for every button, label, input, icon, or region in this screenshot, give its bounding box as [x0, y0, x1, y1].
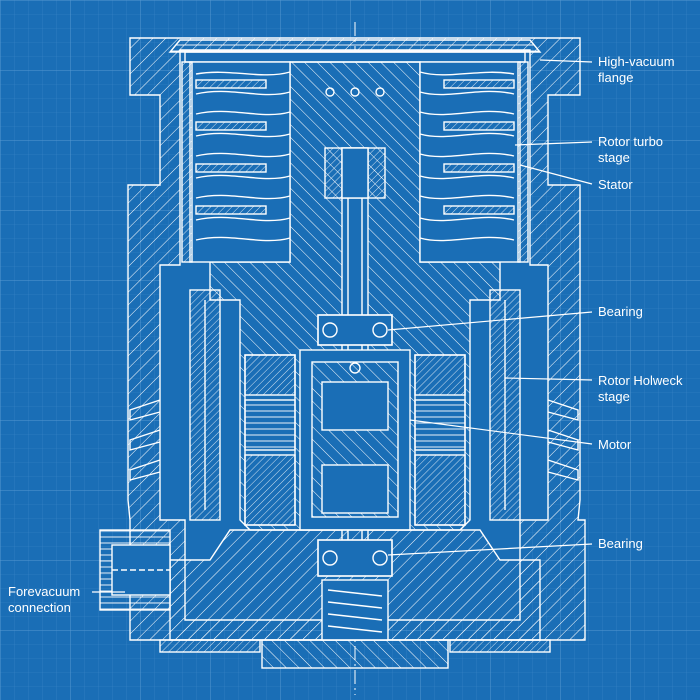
forevacuum-port — [99, 529, 171, 611]
stator-right — [517, 61, 529, 263]
label-forevacuum-connection: Forevacuum connection — [8, 584, 81, 615]
label-bearing-top: Bearing — [598, 304, 643, 319]
holweck-stage — [189, 289, 521, 521]
label-high-vacuum-flange: High-vacuum flange — [598, 54, 675, 85]
motor-assembly — [244, 349, 466, 531]
label-rotor-holweck-stage: Rotor Holweck stage — [598, 373, 683, 404]
cooling-fins — [129, 399, 579, 481]
label-stator: Stator — [598, 177, 633, 192]
bearing-upper — [317, 314, 393, 346]
stator-left — [181, 61, 193, 263]
turbo-blades-right — [419, 61, 521, 263]
label-bearing-bottom: Bearing — [598, 536, 643, 551]
turbo-blades-left — [189, 61, 291, 263]
label-motor: Motor — [598, 437, 632, 452]
base — [159, 529, 551, 669]
label-rotor-turbo-stage: Rotor turbo stage — [598, 134, 664, 165]
leader-lines — [92, 59, 593, 593]
high-vacuum-flange-plate — [168, 39, 542, 53]
